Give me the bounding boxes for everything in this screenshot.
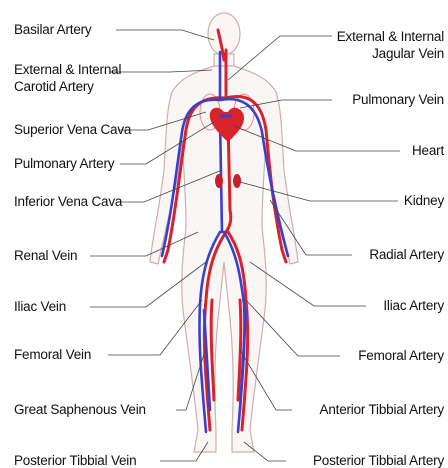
label-pulmonary-artery: Pulmonary Artery <box>14 156 114 172</box>
label-superior-vena-cava: Superior Vena Cava <box>14 122 131 138</box>
label-posterior-tibbial-vein: Posterior Tibbial Vein <box>14 453 136 468</box>
label-renal-vein: Renal Vein <box>14 248 77 264</box>
label-ext-int-jugular: External & Internal Jagular Vein <box>337 28 444 62</box>
label-pulmonary-vein: Pulmonary Vein <box>352 92 444 108</box>
label-heart: Heart <box>412 143 444 159</box>
label-great-saphenous-vein: Great Saphenous Vein <box>14 402 146 418</box>
label-iliac-vein: Iliac Vein <box>14 299 66 315</box>
label-inferior-vena-cava: Inferior Vena Cava <box>14 194 122 210</box>
label-radial-artery: Radial Artery <box>369 247 444 263</box>
label-kidney: Kidney <box>404 193 444 209</box>
label-basilar-artery: Basilar Artery <box>14 22 91 38</box>
label-iliac-artery: Iliac Artery <box>383 298 444 314</box>
label-femoral-vein: Femoral Vein <box>14 347 91 363</box>
label-ext-int-carotid: External & Internal Carotid Artery <box>14 61 121 95</box>
label-anterior-tibbial-artery: Anterior Tibbial Artery <box>320 402 444 418</box>
label-posterior-tibbial-artery: Posterior Tibbial Artery <box>313 453 444 468</box>
label-femoral-artery: Femoral Artery <box>358 348 444 364</box>
